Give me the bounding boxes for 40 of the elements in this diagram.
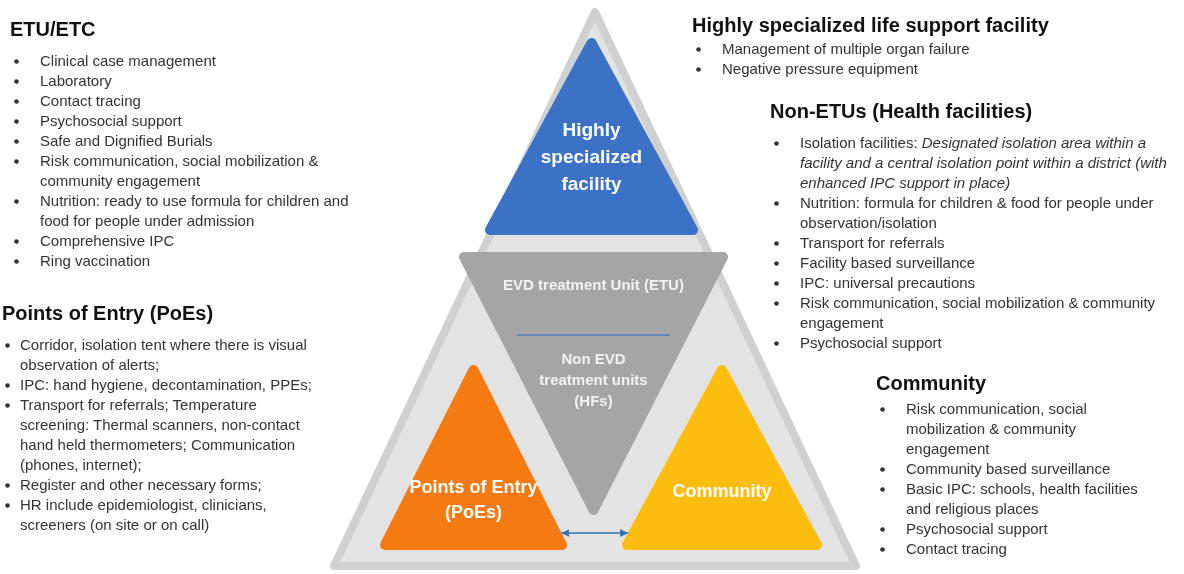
triangle-node <box>485 38 698 235</box>
list-item: Community based surveillance <box>906 459 1112 479</box>
section-heading: Non-ETUs (Health facilities) <box>770 100 1033 123</box>
list-item: Transport for referrals <box>800 233 946 253</box>
node-label: Highly specialized facility <box>539 118 644 196</box>
list-item: Laboratory <box>40 71 113 91</box>
list-item: Clinical case management <box>40 51 217 71</box>
node-label: Non EVD treatment units (HFs) <box>538 349 649 411</box>
list-item: Risk communication, social mobilization & community engagement <box>800 293 1157 333</box>
section-heading: Community <box>876 372 986 395</box>
list-item: IPC: universal precautions <box>800 273 977 293</box>
list-item: Facility based surveillance <box>800 253 977 273</box>
list-item: Risk communication, social mobilization & community engagement <box>906 399 1088 459</box>
list-item: Psychosocial support <box>800 333 943 353</box>
list-item: Contact tracing <box>40 91 142 111</box>
node-label: EVD treatment Unit (ETU) <box>502 275 685 295</box>
list-item: Psychosocial support <box>906 519 1049 539</box>
list-item: Basic IPC: schools, health facilities and religious places <box>906 479 1139 519</box>
section-heading: ETU/ETC <box>10 18 96 41</box>
list-item: Safe and Dignified Burials <box>40 131 214 151</box>
list-item: Management of multiple organ failure <box>722 39 971 59</box>
list-item: Nutrition: formula for children & food for people under observation/isolation <box>800 193 1155 233</box>
section-heading: Points of Entry (PoEs) <box>2 302 214 325</box>
list-item: Transport for referrals; Temperature screening: Thermal scanners, non-contact hand held thermometers; Communication (phones, internet); <box>20 395 301 475</box>
double-arrow <box>560 529 629 537</box>
list-item: IPC: hand hygiene, decontamination, PPEs; <box>20 375 313 395</box>
list-item: Psychosocial support <box>40 111 183 131</box>
list-item: Contact tracing <box>906 539 1008 559</box>
list-item: Comprehensive IPC <box>40 231 176 251</box>
list-item: Nutrition: ready to use formula for children and food for people under admission <box>40 191 350 231</box>
node-label: Points of Entry (PoEs) <box>408 476 539 524</box>
list-item: Register and other necessary forms; <box>20 475 263 495</box>
list-item: Risk communication, social mobilization & community engagement <box>40 151 320 191</box>
list-item: Ring vaccination <box>40 251 152 271</box>
list-item: Corridor, isolation tent where there is visual observation of alerts; <box>20 335 308 375</box>
list-item: Isolation facilities: Designated isolation area within a facility and a central isolation point within a district (with enhanced IPC support in place) <box>800 133 1168 193</box>
node-label: Community <box>671 480 773 503</box>
list-item: Negative pressure equipment <box>722 59 919 79</box>
list-item: HR include epidemiologist, clinicians, screeners (on site or on call) <box>20 495 268 535</box>
section-heading: Highly specialized life support facility <box>692 14 1049 37</box>
